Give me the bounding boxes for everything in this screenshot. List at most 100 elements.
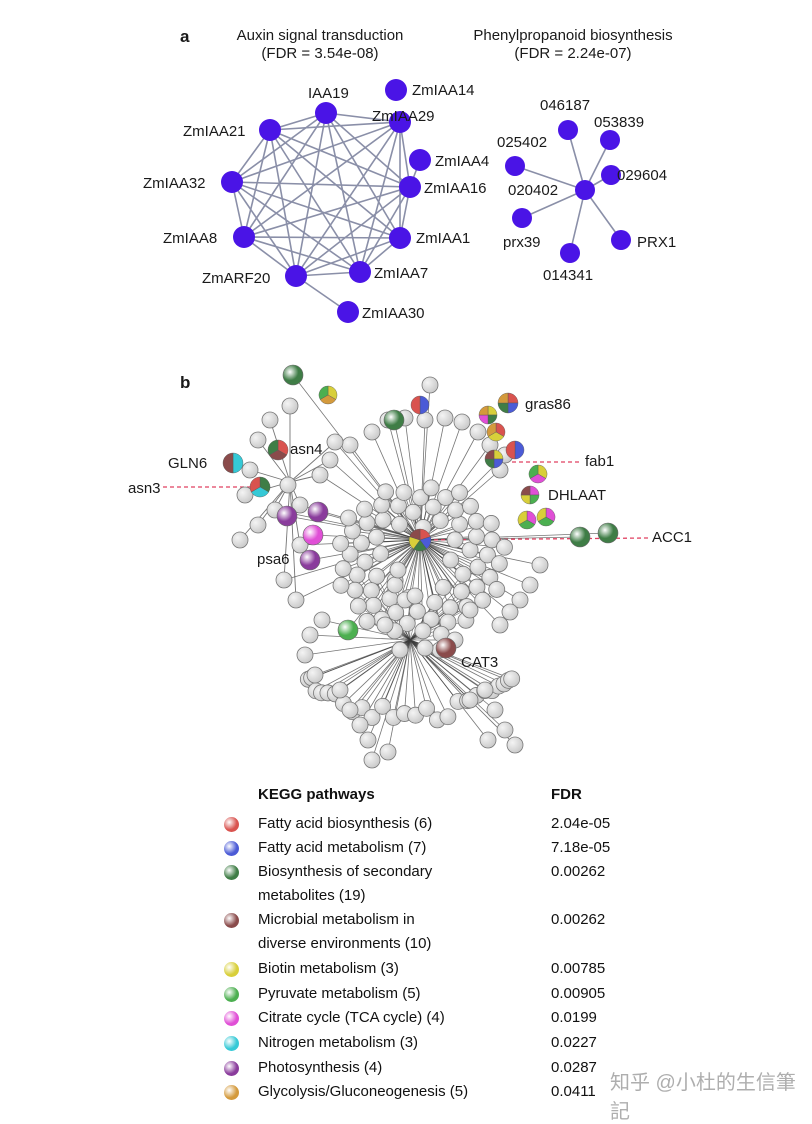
node-label-029604: 029604 [617, 167, 667, 184]
gene-node [373, 546, 389, 562]
pathway-node [570, 527, 590, 547]
edge [232, 182, 400, 238]
pathway-node [277, 506, 297, 526]
gene-node [415, 623, 431, 639]
legend-header-fdr: FDR [551, 786, 582, 803]
pie-slice [488, 406, 497, 415]
pie-slice [488, 415, 497, 424]
gene-node [600, 130, 620, 150]
pie-slice [498, 403, 508, 413]
gene-node [435, 579, 451, 595]
pie-slice [223, 453, 233, 473]
gene-node [297, 647, 313, 663]
gene-node [380, 744, 396, 760]
gene-node [327, 434, 343, 450]
gene-node [357, 501, 373, 517]
gene-node [468, 528, 484, 544]
gene-node [491, 556, 507, 572]
pie-slice [521, 495, 530, 504]
node-label-asn3: asn3 [128, 480, 161, 497]
edge [360, 122, 400, 272]
legend-header-pathways: KEGG pathways [258, 786, 375, 803]
gene-node [364, 752, 380, 768]
node-label-053839: 053839 [594, 114, 644, 131]
legend-pathway-name: Photosynthesis (4) [258, 1056, 548, 1080]
gene-node [369, 529, 385, 545]
legend-fdr-value: 0.00262 [551, 908, 605, 932]
network-figure: a Auxin signal transduction (FDR = 3.54e… [0, 0, 812, 780]
legend-fdr-value: 2.04e-05 [551, 812, 610, 836]
gene-node [423, 480, 439, 496]
gene-node [288, 592, 304, 608]
node-label-dhlaat: DHLAAT [548, 487, 606, 504]
pie-slice [521, 486, 530, 495]
gene-node [392, 642, 408, 658]
pie-slice [479, 406, 488, 415]
legend-color-dot [224, 1085, 239, 1100]
legend-pathway-name: Citrate cycle (TCA cycle) (4) [258, 1006, 548, 1030]
gene-node [558, 120, 578, 140]
gene-node [302, 627, 318, 643]
phenylpropanoid-fdr: (FDR = 2.24e-07) [514, 45, 631, 62]
panel-b-label: b [180, 373, 190, 392]
gene-node [359, 515, 375, 531]
legend-color-dot [224, 1036, 239, 1051]
pie-slice [479, 415, 488, 424]
pathway-node [308, 502, 328, 522]
pathway-node [300, 550, 320, 570]
gene-node [349, 261, 371, 283]
node-label-gln6: GLN6 [168, 455, 207, 472]
gene-node [232, 532, 248, 548]
legend-pathway-name: Glycolysis/Gluconeogenesis (5) [258, 1080, 548, 1104]
gene-node [575, 180, 595, 200]
gene-node [352, 717, 368, 733]
node-label-psa6: psa6 [257, 551, 290, 568]
gene-node [332, 682, 348, 698]
pie-slice [411, 396, 420, 414]
gene-node [409, 149, 431, 171]
gene-node [504, 671, 520, 687]
gene-node [262, 412, 278, 428]
node-label-prx39: prx39 [503, 234, 541, 251]
node-label-zmiaa30: ZmIAA30 [362, 305, 425, 322]
pie-slice [508, 403, 518, 413]
legend-pathway-name: Fatty acid metabolism (7) [258, 836, 548, 860]
gene-node [315, 102, 337, 124]
node-label-zmiaa14: ZmIAA14 [412, 82, 475, 99]
node-label-zmiaa7: ZmIAA7 [374, 265, 428, 282]
gene-node [489, 581, 505, 597]
node-label-zmiaa8: ZmIAA8 [163, 230, 217, 247]
gene-node [502, 604, 518, 620]
legend-fdr-value: 0.00262 [551, 860, 605, 884]
gene-node [342, 437, 358, 453]
gene-node [405, 504, 421, 520]
node-label-025402: 025402 [497, 134, 547, 151]
gene-node [396, 484, 412, 500]
legend-fdr-value: 7.18e-05 [551, 836, 610, 860]
gene-node [522, 577, 538, 593]
node-label-zmiaa16: ZmIAA16 [424, 180, 487, 197]
legend-color-dot [224, 962, 239, 977]
gene-node [477, 682, 493, 698]
legend-fdr-value: 0.0199 [551, 1006, 597, 1030]
node-label-zmiaa21: ZmIAA21 [183, 123, 246, 140]
legend-pathway-name: Biotin metabolism (3) [258, 957, 548, 981]
legend-color-dot [224, 987, 239, 1002]
gene-node [387, 577, 403, 593]
gene-node [454, 414, 470, 430]
gene-node [276, 572, 292, 588]
node-label-046187: 046187 [540, 97, 590, 114]
gene-node [505, 156, 525, 176]
pie-slice [485, 459, 494, 468]
node-label-zmiaa32: ZmIAA32 [143, 175, 206, 192]
legend-pathway-name: Nitrogen metabolism (3) [258, 1031, 548, 1055]
legend-color-dot [224, 913, 239, 928]
node-label-iaa19: IAA19 [308, 85, 349, 102]
gene-node [507, 737, 523, 753]
node-label-zmiaa4: ZmIAA4 [435, 153, 489, 170]
gene-node [422, 377, 438, 393]
gene-node [233, 226, 255, 248]
gene-node [314, 612, 330, 628]
pathway-node [283, 365, 303, 385]
gene-node [350, 598, 366, 614]
